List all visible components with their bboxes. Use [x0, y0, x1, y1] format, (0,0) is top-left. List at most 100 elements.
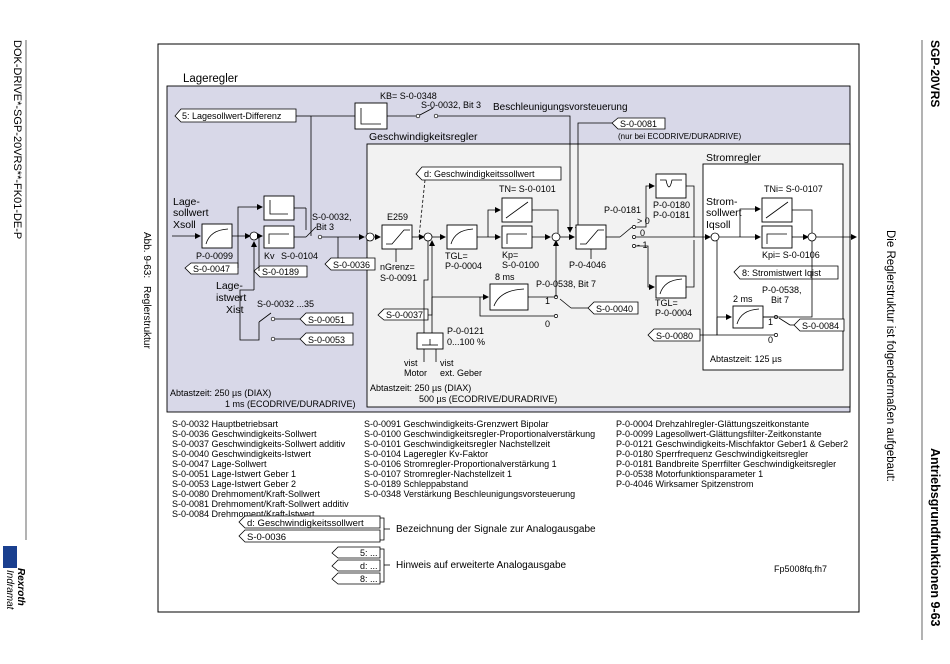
left-header: DOK-DRIVE*-SGP-20VRS**-FK01-DE-P — [11, 40, 23, 239]
svg-text:P-0-0181 Bandbreite Sperrfilt: P-0-0181 Bandbreite Sperrfilter Geschwin… — [616, 459, 836, 469]
s0100-label: S-0-0100 — [502, 260, 539, 270]
svg-text:S-0-0084 Drehmoment/Kraft-Ist: S-0-0084 Drehmoment/Kraft-Istwert — [172, 509, 315, 519]
p0099-filter-block — [201, 223, 233, 249]
svg-text:S-0-0106 Stromregler-Proporti: S-0-0106 Stromregler-Proportionalverstär… — [364, 459, 557, 469]
svg-text:S-0-0107 Stromregler-Nachstel: S-0-0107 Stromregler-Nachstellzeit 1 — [364, 469, 512, 479]
xist: Xist — [226, 304, 244, 316]
accel-bit-label: S-0-0032, Bit 3 — [421, 100, 481, 110]
svg-text:5: ...: 5: ... — [360, 548, 378, 558]
svg-text:S-0-0037: S-0-0037 — [386, 310, 423, 320]
p4046-label: P-0-4046 — [569, 260, 606, 270]
legend-col1: S-0-0032 Hauptbetriebsart S-0-0036 Gesch… — [172, 419, 349, 519]
svg-text:S-0-0101 Geschwindigkeitsregl: S-0-0101 Geschwindigkeitsregler Nachstel… — [364, 439, 551, 449]
p0538-c-label: P-0-0538, — [762, 285, 802, 295]
tag-lagesollwert-differenz — [174, 108, 297, 123]
vist-ext-2: ext. Geber — [440, 368, 482, 378]
minus1-label: - 1 — [637, 240, 648, 250]
one-c-label: 1 — [768, 317, 773, 327]
svg-text:S-0-0032 Hauptbetriebsart: S-0-0032 Hauptbetriebsart — [172, 419, 279, 429]
svg-text:S-0-0047 Lage-Sollwert: S-0-0047 Lage-Sollwert — [172, 459, 267, 469]
p0121-range: 0...100 % — [447, 337, 485, 347]
caption-text: Reglerstruktur — [141, 286, 152, 349]
kp-v-label: Kp= — [502, 250, 518, 260]
tag-s0036 — [324, 257, 376, 271]
abtast-current: Abtastzeit: 125 µs — [710, 354, 782, 364]
svg-text:P-0-0121 Geschwindigkeits-Mis: P-0-0121 Geschwindigkeits-Mischfaktor Ge… — [616, 439, 848, 449]
sample-text-1: Bezeichnung der Signale zur Analogausgab… — [396, 524, 596, 535]
svg-text:d: Geschwindigkeitssollwert: d: Geschwindigkeitssollwert — [424, 169, 535, 179]
p0181-label: P-0-0181 — [604, 205, 641, 215]
svg-text:S-0-0040 Geschwindigkeits-Ist: S-0-0040 Geschwindigkeits-Istwert — [172, 449, 312, 459]
accel-title: Beschleunigungsvorsteuerung — [493, 102, 628, 113]
lageist-1: Lage- — [216, 280, 243, 292]
tag-s0084 — [793, 318, 845, 332]
iqsoll: Iqsoll — [706, 219, 731, 231]
tag-s0081 — [611, 117, 666, 130]
sample-tag-signal — [238, 515, 381, 529]
sample-tag-parameter — [238, 529, 381, 543]
rexroth-logo: Rexroth Indramat — [3, 546, 26, 611]
speed-limiter-block — [381, 224, 413, 250]
svg-text:d: ...: d: ... — [360, 561, 378, 571]
svg-text:P-0-0538 Motorfunktionsparame: P-0-0538 Motorfunktionsparameter 1 — [616, 469, 763, 479]
svg-text:S-0-0100 Geschwindigkeitsregl: S-0-0100 Geschwindigkeitsregler-Proporti… — [364, 429, 595, 439]
svg-text:S-0-0036 Geschwindigkeits-Sol: S-0-0036 Geschwindigkeits-Sollwert — [172, 429, 317, 439]
svg-text:S-0-0051 Lage-Istwert Geber 1: S-0-0051 Lage-Istwert Geber 1 — [172, 469, 296, 479]
tgl-c-label: TGL= — [655, 298, 678, 308]
svg-text:S-0-0053: S-0-0053 — [308, 335, 345, 345]
peak-current-limit-block — [575, 224, 607, 250]
tag-s0053 — [299, 332, 354, 346]
right-chapter: Antriebsgrundfunktionen 9-63 — [928, 448, 942, 627]
svg-text:S-0-0036: S-0-0036 — [247, 532, 286, 543]
kpi-label: Kpi= S-0-0106 — [762, 250, 820, 260]
p0180-label: P-0-0180 — [653, 200, 690, 210]
caption-label: Abb. 9-63: — [141, 232, 152, 278]
svg-text:S-0-0051: S-0-0051 — [308, 315, 345, 325]
tag-geschwindigkeitssollwert — [415, 166, 562, 181]
svg-text:Rexroth: Rexroth — [15, 568, 26, 606]
svg-text:S-0-0053 Lage-Istwert Geber 2: S-0-0053 Lage-Istwert Geber 2 — [172, 479, 296, 489]
right-header: SGP-20VRS — [928, 40, 942, 107]
svg-text:S-0-0084: S-0-0084 — [802, 321, 839, 331]
tni-label: TNi= S-0-0107 — [764, 184, 823, 194]
tn-v-label: TN= S-0-0101 — [499, 184, 556, 194]
svg-text:S-0-0104 Lageregler Kv-Faktor: S-0-0104 Lageregler Kv-Faktor — [364, 449, 488, 459]
legend-col2: S-0-0091 Geschwindigkeits-Grenzwert Bipo… — [364, 419, 595, 499]
notch-filter-block — [655, 173, 687, 199]
bit7-c-label: Bit 7 — [771, 295, 789, 305]
svg-text:S-0-0080 Drehmoment/Kraft-Sol: S-0-0080 Drehmoment/Kraft-Sollwert — [172, 489, 321, 499]
lagesoll-2: sollwert — [173, 207, 209, 219]
kb-block — [354, 102, 388, 130]
svg-text:P-0-0099 Lagesollwert-Glättun: P-0-0099 Lagesollwert-Glättungsfilter-Ze… — [616, 429, 822, 439]
p0099-label: P-0-0099 — [196, 251, 233, 261]
gt0-label: > 0 — [637, 216, 650, 226]
tag-s0051 — [299, 312, 354, 326]
feedback-filter-block — [489, 283, 529, 311]
svg-text:S-0-0081: S-0-0081 — [620, 119, 657, 129]
e259-label: E259 — [387, 212, 408, 222]
ngrenz-label: nGrenz= — [380, 262, 415, 272]
strom-2: sollwert — [706, 207, 742, 219]
tag-s0040 — [587, 301, 639, 315]
p0181b-label: P-0-0181 — [653, 210, 690, 220]
kpi-block — [761, 225, 793, 249]
svg-text:S-0-0047: S-0-0047 — [193, 264, 230, 274]
s0091-label: S-0-0091 — [380, 273, 417, 283]
ext-tag-8 — [331, 572, 381, 585]
lagesoll-1: Lage- — [173, 196, 200, 208]
p0004-v-label: P-0-0004 — [445, 261, 482, 271]
svg-text:5: Lagesollwert-Differenz: 5: Lagesollwert-Differenz — [182, 111, 282, 121]
svg-text:S-0-0189: S-0-0189 — [262, 267, 299, 277]
svg-text:S-0-0189 Schleppabstand: S-0-0189 Schleppabstand — [364, 479, 468, 489]
ext-tag-5 — [331, 546, 381, 559]
svg-text:8: ...: 8: ... — [360, 574, 378, 584]
svg-text:P-0-0180 Sperrfrequenz Geschw: P-0-0180 Sperrfrequenz Geschwindigkeitsr… — [616, 449, 808, 459]
svg-text:S-0-0040: S-0-0040 — [596, 304, 633, 314]
abtast-velocity-1: Abtastzeit: 250 µs (DIAX) — [370, 383, 471, 393]
vist-motor-1: vist — [404, 358, 418, 368]
abtast-position-2: 1 ms (ECODRIVE/DURADRIVE) — [225, 399, 356, 409]
legend-col3: P-0-0004 Drehzahlregler-Glättungszeitkon… — [616, 419, 848, 489]
svg-text:S-0-0348 Verstärkung Beschleu: S-0-0348 Verstärkung Beschleunigungsvors… — [364, 489, 575, 499]
abtast-position-1: Abtastzeit: 250 µs (DIAX) — [170, 388, 271, 398]
